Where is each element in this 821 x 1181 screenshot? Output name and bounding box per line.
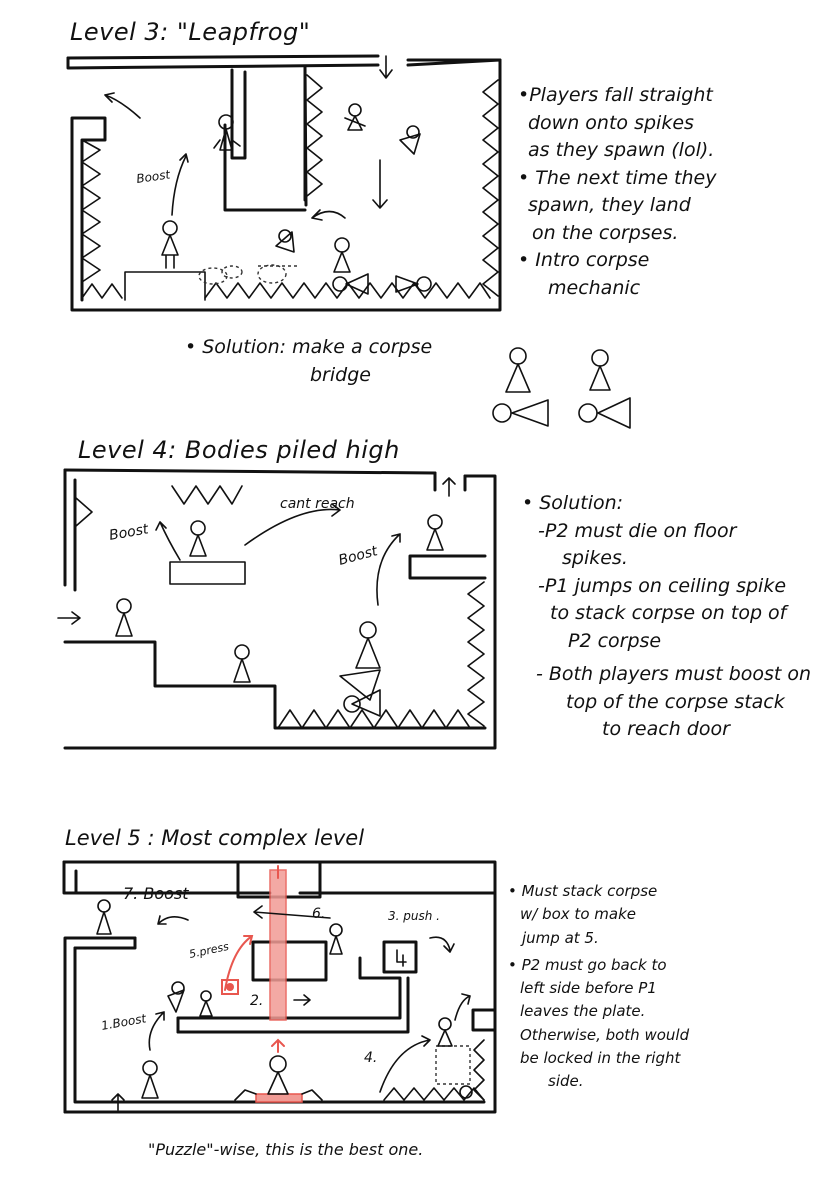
note-line: side. (548, 1072, 584, 1090)
level3-notes: •Players fall straight down onto spikes … (518, 82, 716, 302)
note-line: jump at 5. (522, 928, 599, 947)
note-line: Otherwise, both would (520, 1025, 690, 1044)
note-line: as they spawn (lol). (528, 139, 715, 162)
note-line: spawn, they land (528, 194, 691, 217)
level3-title: Level 3: "Leapfrog" (70, 18, 311, 46)
level5-step2-label: 2. (250, 993, 263, 1009)
note-line: P2 corpse (568, 629, 662, 652)
player-figure (167, 981, 185, 1013)
note-line: left side before P1 (520, 979, 657, 997)
level3-boost-label: Boost (135, 167, 172, 186)
level4-map: Boost cant reach Boost (57, 468, 497, 750)
level4-title: Level 4: Bodies piled high (78, 436, 400, 464)
player-figure (426, 514, 444, 551)
corpse-figure-icon (578, 397, 631, 429)
player-figure (344, 103, 366, 131)
player-figure (329, 923, 343, 955)
level3-map: Boost (66, 54, 631, 429)
level5-step6-label: 6. (312, 906, 325, 922)
note-line: spikes. (562, 547, 628, 570)
corpse-stack (339, 621, 381, 717)
level5-step7-label: 7. Boost (123, 884, 189, 903)
player-figure (115, 598, 133, 637)
note-line: down onto spikes (528, 111, 694, 134)
solution-line: • Solution: make a corpse (185, 336, 433, 358)
level5-step1-label: 1.Boost (100, 1011, 148, 1033)
corpse-figure (395, 275, 432, 293)
note-line: •Players fall straight (518, 84, 713, 106)
note-line: • Must stack corpse (508, 882, 658, 900)
note-line: leaves the plate. (520, 1002, 646, 1021)
player-figure (189, 520, 207, 557)
note-line: -P2 must die on floor (538, 519, 737, 542)
player-figure (437, 1017, 453, 1047)
level3-solution: • Solution: make a corpse bridge (185, 334, 432, 389)
note-line: on the corpses. (532, 221, 679, 244)
note-line: - Both players must boost on (536, 663, 812, 686)
note-line: • P2 must go back to (508, 955, 667, 974)
player-figure (199, 990, 213, 1017)
level5-step5-label: 5.press (188, 940, 230, 961)
player-figure (96, 899, 112, 935)
player-figure (233, 644, 251, 683)
corpse-figure (332, 273, 369, 295)
alive-figure-icon (505, 347, 531, 393)
level5-step4-label: 4. (364, 1050, 377, 1066)
level4-notes: • Solution: -P2 must die on floor spikes… (522, 490, 811, 744)
note-line: • The next time they (518, 166, 717, 189)
note-line: • Intro corpse (518, 249, 650, 272)
player-figure (333, 237, 351, 273)
level5-notes: • Must stack corpse w/ box to make jump … (508, 880, 689, 1093)
level4-cant-reach-label: cant reach (280, 496, 355, 512)
note-line: mechanic (548, 276, 641, 299)
player-figure (275, 229, 295, 253)
note-line: w/ box to make (520, 905, 636, 924)
note-line: be locked in the right (520, 1048, 681, 1067)
level4-boost-left-label: Boost (108, 521, 150, 544)
player-figure (399, 125, 421, 155)
player-figure (141, 1060, 159, 1099)
player-figure (161, 220, 179, 269)
note-line: top of the corpse stack (566, 690, 785, 713)
note-line: • Solution: (522, 492, 624, 514)
level5-step3-label: 3. push . (388, 909, 440, 923)
level5-title: Level 5 : Most complex level (65, 826, 365, 850)
corpse-figure-icon (492, 399, 549, 427)
level5-footer: "Puzzle"-wise, this is the best one. (148, 1140, 424, 1159)
player-figure (267, 1055, 289, 1095)
player-figure (213, 114, 241, 151)
note-line: to reach door (602, 718, 730, 741)
alive-figure-icon (589, 349, 611, 391)
note-line: to stack corpse on top of (550, 602, 787, 625)
solution-line: bridge (310, 363, 371, 386)
note-line: -P1 jumps on ceiling spike (538, 574, 787, 597)
corpse-head (459, 1085, 473, 1099)
